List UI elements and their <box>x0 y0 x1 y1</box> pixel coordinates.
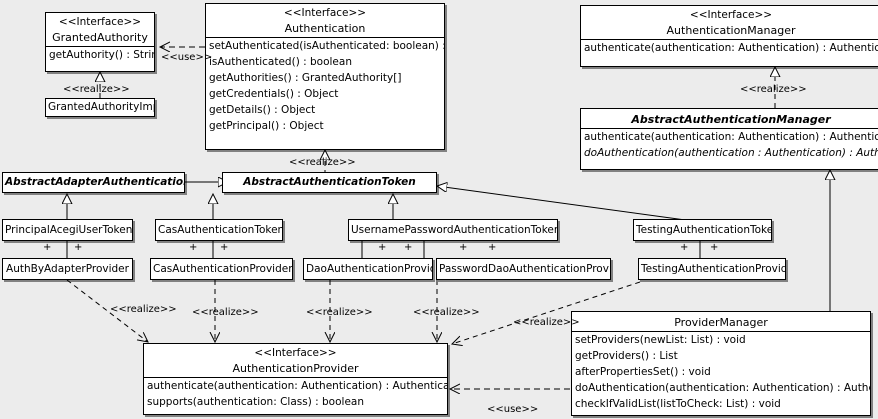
class-header: <<Interface>> AuthenticationManager <box>581 6 878 39</box>
class-name: CasAuthenticationProvider <box>153 263 292 275</box>
operation: authenticate(authentication: Authenticat… <box>147 380 447 392</box>
class-name: GrantedAuthority <box>52 31 148 44</box>
class-granted-authority-impl[interactable]: GrantedAuthorityImpl <box>45 98 155 117</box>
operations-compartment: setProviders(newList: List) : void getPr… <box>572 331 870 412</box>
operation: afterPropertiesSet() : void <box>575 366 711 378</box>
stereotype-label: <<Interface>> <box>689 9 773 21</box>
relationship-label-realize: <<realize>> <box>63 84 130 95</box>
relationship-label-realize: <<realize>> <box>413 307 480 318</box>
class-granted-authority[interactable]: <<Interface>> GrantedAuthority getAuthor… <box>45 12 155 72</box>
class-abstract-authentication-manager[interactable]: AbstractAuthenticationManager authentica… <box>580 108 878 170</box>
class-authentication-provider[interactable]: <<Interface>> AuthenticationProvider aut… <box>143 343 448 415</box>
multiplicity-plus: + <box>189 242 198 253</box>
operation: setProviders(newList: List) : void <box>575 334 746 346</box>
operations-compartment: setAuthenticated(isAuthenticated: boolea… <box>206 37 444 134</box>
operation: getAuthority() : String <box>49 49 154 61</box>
class-header: <<Interface>> AuthenticationProvider <box>144 344 447 377</box>
relationship-label-realize: <<realize>> <box>192 307 259 318</box>
operation: doAuthentication(authentication : Authen… <box>584 147 878 159</box>
class-name: CasAuthenticationToken <box>158 224 282 236</box>
class-name: ProviderManager <box>674 316 768 329</box>
class-name: PrincipalAcegiUserToken <box>5 224 132 236</box>
stereotype-label: <<Interface>> <box>254 347 337 359</box>
class-testing-authentication-token[interactable]: TestingAuthenticationToken <box>633 219 772 241</box>
relationship-label-realize: <<realize>> <box>306 307 373 318</box>
class-name: AuthenticationProvider <box>232 362 359 375</box>
operation: authenticate(authentication: Authenticat… <box>584 42 878 54</box>
relationship-label-realize: <<realize>> <box>513 317 580 328</box>
class-provider-manager[interactable]: ProviderManager setProviders(newList: Li… <box>571 311 871 416</box>
relationship-label-realize: <<realize>> <box>110 304 177 315</box>
relationship-label-realize: <<realize>> <box>289 157 356 168</box>
class-header: ProviderManager <box>572 312 870 331</box>
class-name: PasswordDaoAuthenticationProvider <box>439 263 610 275</box>
class-cas-authentication-provider[interactable]: CasAuthenticationProvider <box>150 258 293 280</box>
multiplicity-plus: + <box>459 242 468 253</box>
class-name: TestingAuthenticationProvider <box>641 263 785 275</box>
class-header: <<Interface>> Authentication <box>206 4 444 37</box>
operations-compartment: authenticate(authentication: Authenticat… <box>581 128 878 161</box>
class-name: AbstractAuthenticationManager <box>631 113 831 126</box>
class-auth-by-adapter-provider[interactable]: AuthByAdapterProvider <box>2 258 133 280</box>
class-name: AbstractAuthenticationToken <box>243 176 416 188</box>
operations-compartment: getAuthority() : String <box>46 46 154 63</box>
class-password-dao-authentication-provider[interactable]: PasswordDaoAuthenticationProvider <box>436 258 611 280</box>
operation: getDetails() : Object <box>209 104 316 116</box>
operation: getAuthorities() : GrantedAuthority[] <box>209 72 402 84</box>
class-name: GrantedAuthorityImpl <box>48 101 154 113</box>
multiplicity-plus: + <box>43 242 52 253</box>
class-cas-authentication-token[interactable]: CasAuthenticationToken <box>155 219 283 241</box>
relationship-label-use: <<use>> <box>161 52 213 63</box>
relationship-label-use: <<use>> <box>487 404 539 415</box>
class-authentication[interactable]: <<Interface>> Authentication setAuthenti… <box>205 3 445 150</box>
multiplicity-plus: + <box>488 242 497 253</box>
operation: getPrincipal() : Object <box>209 120 324 132</box>
relationship-label-realize: <<realize>> <box>740 84 807 95</box>
operation: supports(authentication: Class) : boolea… <box>147 396 364 408</box>
class-name: TestingAuthenticationToken <box>636 224 771 236</box>
class-name: Authentication <box>284 22 366 35</box>
class-authentication-manager[interactable]: <<Interface>> AuthenticationManager auth… <box>580 5 878 67</box>
class-dao-authentication-provider[interactable]: DaoAuthenticationProvider <box>303 258 433 280</box>
class-username-password-authentication-token[interactable]: UsernamePasswordAuthenticationToken <box>348 219 558 241</box>
operation: checkIfValidList(listToCheck: List) : vo… <box>575 398 781 410</box>
operation: doAuthentication(authentication: Authent… <box>575 382 870 394</box>
class-name: AuthenticationManager <box>666 24 796 37</box>
class-name: AuthByAdapterProvider <box>6 263 129 275</box>
gen-testingauthenticationtoken <box>437 186 701 223</box>
operations-compartment: authenticate(authentication: Authenticat… <box>581 39 878 56</box>
operations-compartment: authenticate(authentication: Authenticat… <box>144 377 447 410</box>
operation: getProviders() : List <box>575 350 678 362</box>
multiplicity-plus: + <box>680 242 689 253</box>
multiplicity-plus: + <box>74 242 83 253</box>
class-name: DaoAuthenticationProvider <box>306 263 432 275</box>
operation: setAuthenticated(isAuthenticated: boolea… <box>209 40 444 52</box>
operation: authenticate(authentication: Authenticat… <box>584 131 878 143</box>
class-abstract-authentication-token[interactable]: AbstractAuthenticationToken <box>222 172 437 193</box>
operation: isAuthenticated() : boolean <box>209 56 352 68</box>
class-testing-authentication-provider[interactable]: TestingAuthenticationProvider <box>638 258 786 280</box>
stereotype-label: <<Interface>> <box>283 7 367 19</box>
class-header: AbstractAuthenticationManager <box>581 109 878 128</box>
class-abstract-adapter-authentication-token[interactable]: AbstractAdapterAuthenticationToken <box>2 172 185 193</box>
stereotype-label: <<Interface>> <box>58 16 142 28</box>
class-header: <<Interface>> GrantedAuthority <box>46 13 154 46</box>
multiplicity-plus: + <box>404 242 413 253</box>
class-name: AbstractAdapterAuthenticationToken <box>5 176 184 188</box>
class-name: UsernamePasswordAuthenticationToken <box>351 224 557 236</box>
operation: getCredentials() : Object <box>209 88 339 100</box>
multiplicity-plus: + <box>378 242 387 253</box>
class-principal-acegi-user-token[interactable]: PrincipalAcegiUserToken <box>2 219 133 241</box>
multiplicity-plus: + <box>220 242 229 253</box>
multiplicity-plus: + <box>710 242 719 253</box>
